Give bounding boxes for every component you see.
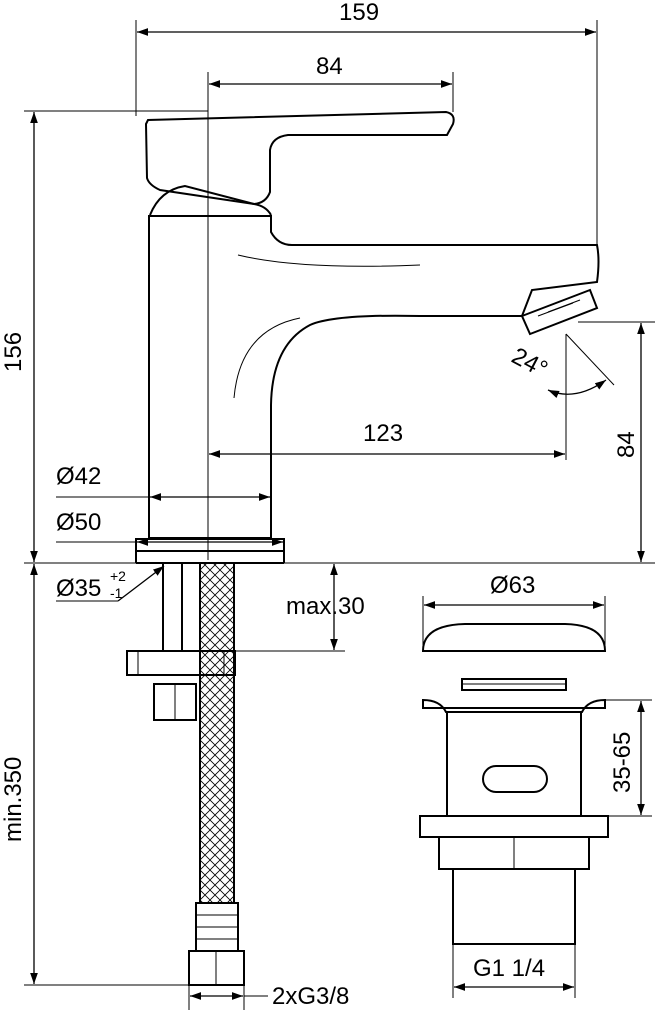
dim-hole-tol-plus: +2 (110, 568, 126, 584)
dim-handle-length: 84 (316, 53, 343, 80)
dim-overall-width: 159 (339, 0, 379, 26)
dim-max-thickness: max.30 (286, 593, 365, 620)
dim-spout-reach: 123 (363, 420, 403, 447)
threaded-rod (162, 562, 183, 652)
dim-hole-tol-minus: -1 (110, 585, 123, 601)
faucet-body (148, 215, 600, 539)
dim-spout-angle: 24° (507, 342, 552, 383)
dim-hose-connection: 2xG3/8 (272, 983, 349, 1010)
dim-overall-height: 156 (0, 332, 27, 372)
dim-waste-thread: G1 1/4 (473, 955, 545, 982)
waste-drawing (419, 623, 609, 945)
waste-thread (452, 868, 576, 945)
dim-hole-diameter: Ø35 (56, 575, 101, 602)
braided-hose (199, 562, 235, 904)
dim-body-diameter: Ø42 (56, 463, 101, 490)
dim-spout-height: 84 (613, 431, 640, 458)
overflow-slot (482, 765, 548, 793)
waste-cap (421, 623, 607, 652)
dim-waste-diameter: Ø63 (490, 572, 535, 599)
dimension-labels: 159 84 156 123 24° 84 Ø42 Ø50 Ø35 +2 -1 … (0, 0, 640, 1010)
fixing-and-hose (126, 562, 245, 986)
aerator (520, 288, 599, 336)
faucet-drawing (135, 110, 600, 564)
dim-base-diameter: Ø50 (56, 509, 101, 536)
dimension-lines (24, 20, 655, 1010)
handle-cap (149, 184, 272, 216)
base-plate (135, 538, 285, 552)
waste-flange (422, 698, 606, 713)
waste-body (446, 711, 582, 817)
dim-waste-range: 35-65 (609, 732, 636, 793)
handle-lever (144, 110, 455, 206)
dim-hose-length: min.350 (0, 757, 27, 842)
